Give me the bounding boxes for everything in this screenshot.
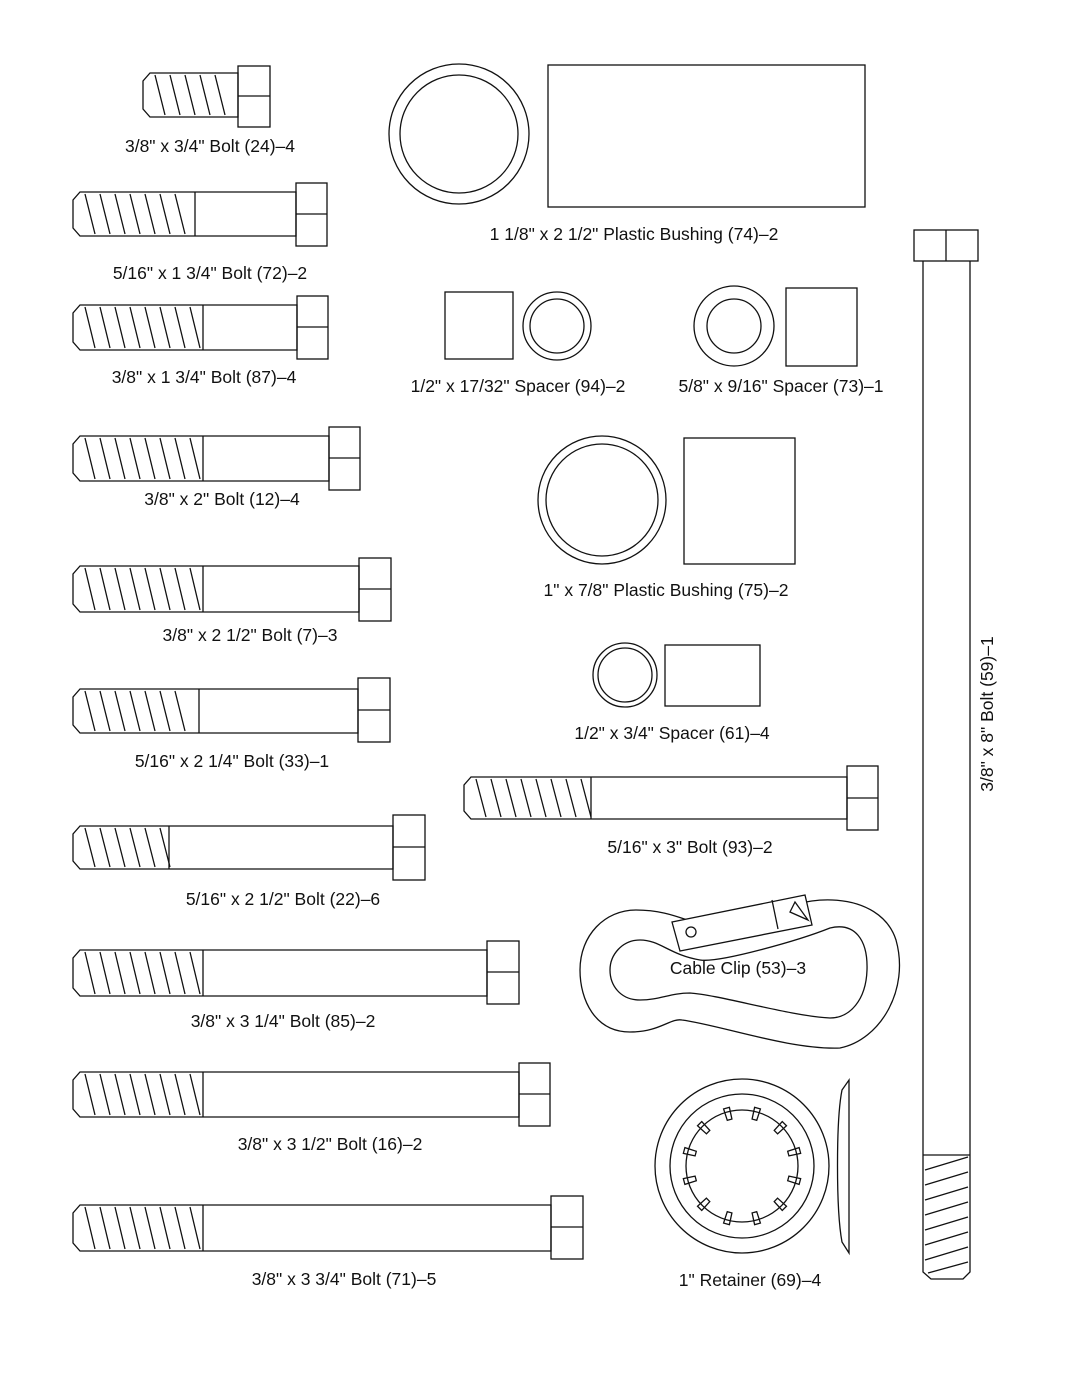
bolt-85-label: 3/8" x 3 1/4" Bolt (85)–2	[191, 1011, 376, 1031]
retainer-tab	[722, 1210, 733, 1226]
retainer-tab	[773, 1197, 788, 1212]
bolt-93-label: 5/16" x 3" Bolt (93)–2	[607, 837, 772, 857]
retainer-69-label: 1" Retainer (69)–4	[679, 1270, 822, 1290]
retainer-tab	[722, 1106, 733, 1122]
retainer-69-drawing	[654, 1077, 850, 1256]
bolt-12-drawing	[72, 426, 361, 491]
cable-clip-53-drawing	[579, 894, 901, 1049]
retainer-tab	[786, 1175, 802, 1186]
bushing-74-label: 1 1/8" x 2 1/2" Plastic Bushing (74)–2	[490, 224, 779, 244]
retainer-tab	[751, 1106, 762, 1122]
spacer-94-drawing	[444, 291, 592, 361]
bolt-72-label: 5/16" x 1 3/4" Bolt (72)–2	[113, 263, 307, 283]
bolt-22-label: 5/16" x 2 1/2" Bolt (22)–6	[186, 889, 380, 909]
bolt-87-drawing	[72, 295, 329, 360]
bolt-72-drawing	[72, 182, 328, 247]
bolt-16-label: 3/8" x 3 1/2" Bolt (16)–2	[238, 1134, 423, 1154]
bushing-74-drawing	[388, 63, 866, 208]
retainer-tab	[786, 1146, 802, 1157]
bushing-75-label: 1" x 7/8" Plastic Bushing (75)–2	[544, 580, 789, 600]
retainer-tab	[696, 1197, 711, 1212]
bolt-33-drawing	[72, 677, 391, 743]
bolt-7-label: 3/8" x 2 1/2" Bolt (7)–3	[163, 625, 338, 645]
bolt-22-drawing	[72, 814, 426, 881]
bolt-85-drawing	[72, 940, 520, 1005]
retainer-tab	[682, 1175, 698, 1186]
retainer-tab	[773, 1120, 788, 1135]
bolt-71-label: 3/8" x 3 3/4" Bolt (71)–5	[252, 1269, 437, 1289]
spacer-94-label: 1/2" x 17/32" Spacer (94)–2	[411, 376, 626, 396]
bolt-33-label: 5/16" x 2 1/4" Bolt (33)–1	[135, 751, 329, 771]
spacer-61-label: 1/2" x 3/4" Spacer (61)–4	[574, 723, 770, 743]
bolt-12-label: 3/8" x 2" Bolt (12)–4	[144, 489, 300, 509]
bolt-24-label: 3/8" x 3/4" Bolt (24)–4	[125, 136, 295, 156]
spacer-73-label: 5/8" x 9/16" Spacer (73)–1	[678, 376, 883, 396]
retainer-tab	[751, 1210, 762, 1226]
bolt-59-label: 3/8" x 8" Bolt (59)–1	[977, 636, 997, 791]
bolt-24-drawing	[142, 65, 271, 128]
bolt-87-label: 3/8" x 1 3/4" Bolt (87)–4	[112, 367, 297, 387]
bolt-59-drawing	[913, 229, 979, 1280]
bolt-7-drawing	[72, 557, 392, 622]
spacer-61-drawing	[592, 642, 761, 708]
retainer-tab	[682, 1146, 698, 1157]
bolt-16-drawing	[72, 1062, 551, 1127]
cable-clip-53-label: Cable Clip (53)–3	[670, 958, 806, 978]
spacer-73-drawing	[693, 285, 858, 367]
bolt-71-drawing	[72, 1195, 584, 1260]
bolt-93-drawing	[463, 765, 879, 831]
bushing-75-drawing	[537, 435, 796, 565]
retainer-tab	[696, 1120, 711, 1135]
